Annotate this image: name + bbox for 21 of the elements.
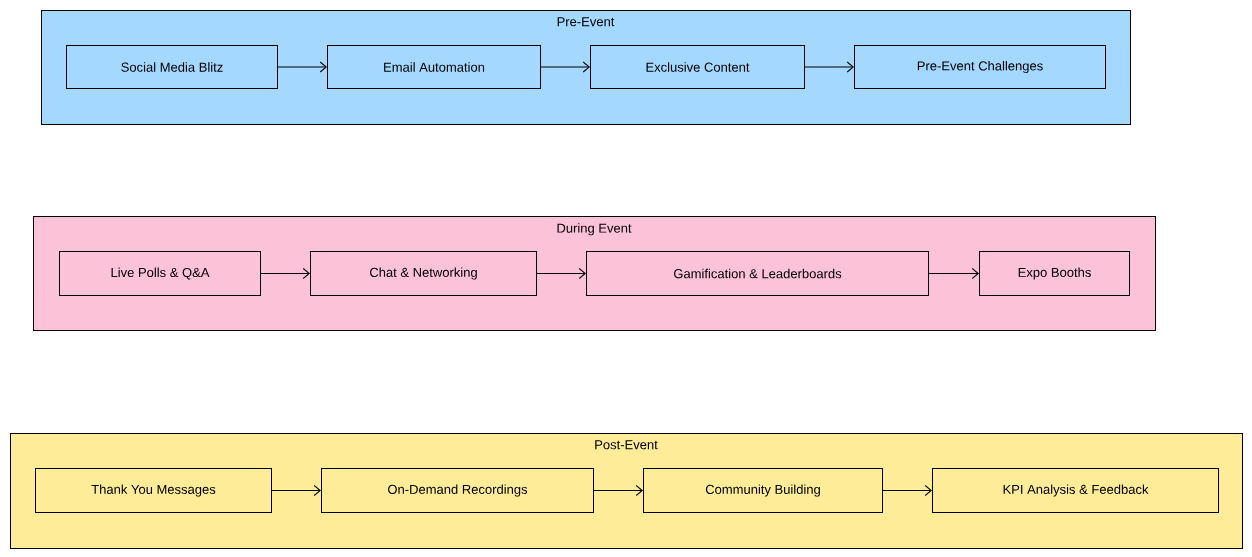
arrow: [593, 485, 643, 496]
step-box: Community Building: [643, 468, 883, 513]
arrow: [804, 61, 854, 73]
step-box: KPI Analysis & Feedback: [932, 468, 1219, 513]
arrow: [882, 485, 932, 496]
step-box: Social Media Blitz: [66, 45, 278, 89]
arrow: [536, 268, 586, 279]
step-box: Exclusive Content: [590, 45, 805, 89]
step-box: Pre-Event Challenges: [854, 45, 1106, 89]
step-box: Gamification & Leaderboards: [586, 251, 929, 296]
arrow: [277, 61, 327, 73]
arrow: [928, 268, 979, 279]
step-box: Expo Booths: [979, 251, 1130, 296]
step-box: On-Demand Recordings: [321, 468, 594, 513]
step-box: Live Polls & Q&A: [59, 251, 261, 296]
step-box: Chat & Networking: [310, 251, 537, 296]
step-box: Email Automation: [327, 45, 541, 89]
arrow: [271, 485, 321, 496]
step-box: Thank You Messages: [35, 468, 272, 513]
arrow: [540, 61, 590, 73]
arrow: [260, 268, 310, 279]
